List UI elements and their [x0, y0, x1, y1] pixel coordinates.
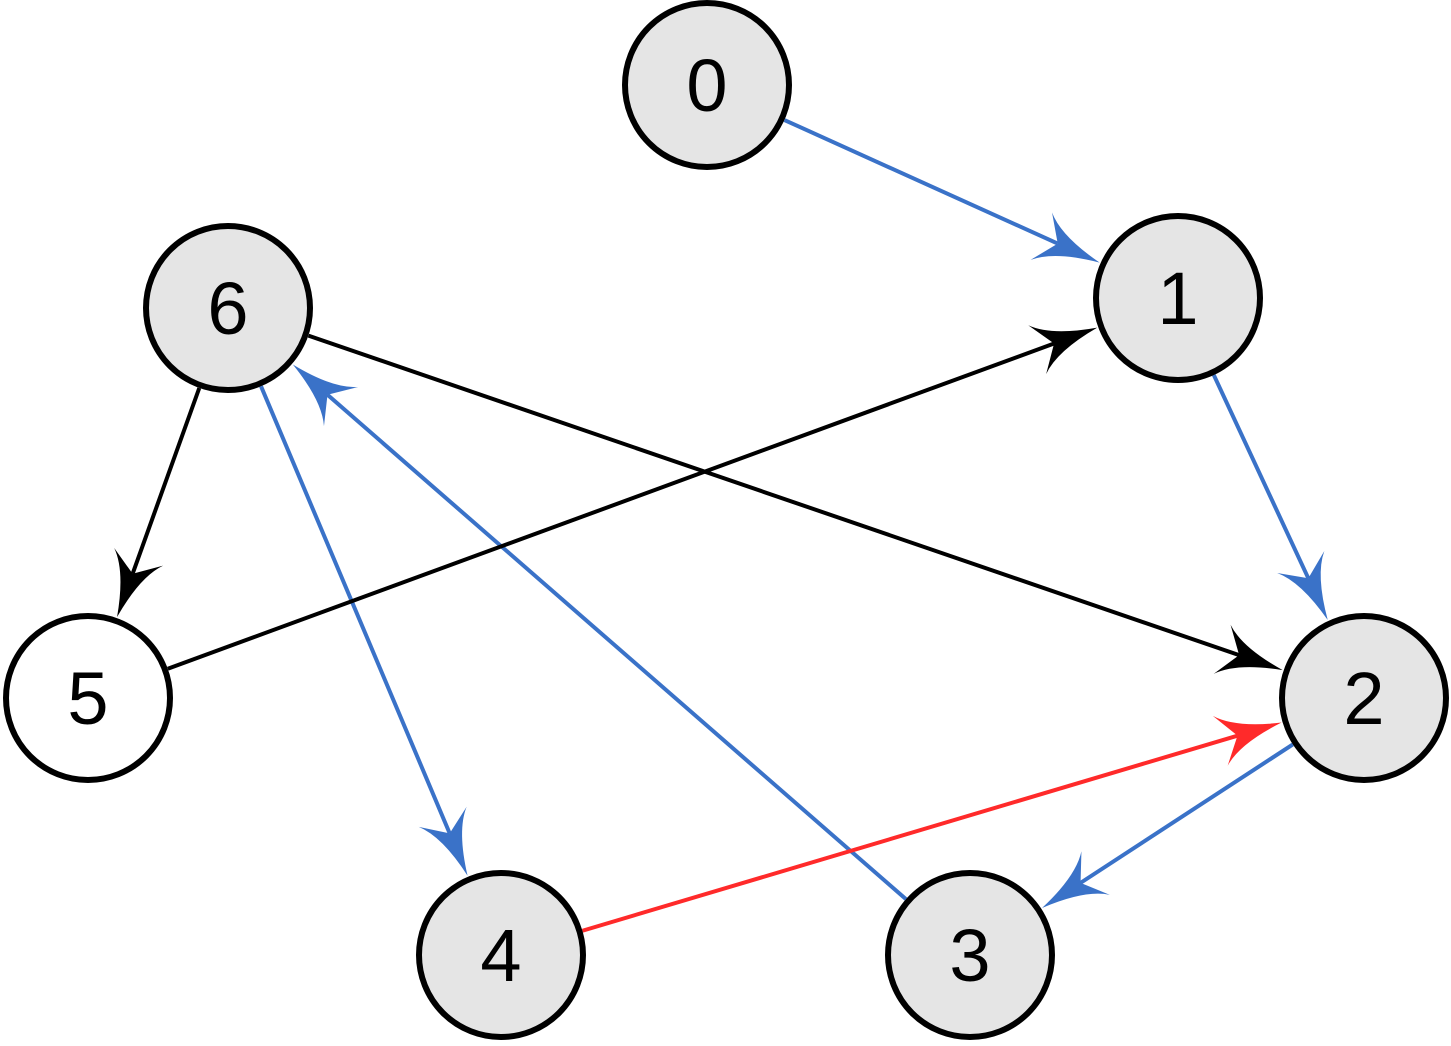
edge-2-to-3: [1042, 742, 1294, 909]
node-5-label: 5: [67, 657, 108, 740]
node-1-label: 1: [1157, 257, 1198, 340]
edges: [114, 118, 1328, 933]
edge-line: [307, 333, 1240, 658]
node-3[interactable]: 3: [885, 870, 1055, 1040]
edge-line: [783, 118, 1059, 246]
arrowhead-icon: [418, 806, 468, 876]
edge-3-to-6: [292, 364, 908, 901]
edge-5-to-1: [167, 325, 1098, 671]
node-2-label: 2: [1343, 657, 1384, 740]
arrowhead-icon: [1212, 715, 1282, 766]
edge-6-to-2: [307, 333, 1283, 674]
node-6-circle: [143, 223, 313, 393]
edge-0-to-1: [783, 118, 1100, 263]
node-2[interactable]: 2: [1279, 613, 1449, 783]
arrowhead-icon: [114, 548, 164, 618]
node-4-label: 4: [480, 914, 521, 997]
node-0-circle: [622, 0, 792, 170]
edge-4-to-2: [581, 715, 1282, 933]
edge-line: [1079, 742, 1294, 885]
edge-6-to-5: [114, 387, 202, 618]
arrowhead-icon: [292, 364, 359, 427]
arrowhead-icon: [1030, 212, 1100, 263]
node-3-circle: [885, 870, 1055, 1040]
edge-line: [581, 733, 1239, 933]
edge-line: [130, 387, 202, 575]
arrowhead-icon: [1277, 551, 1328, 621]
node-6-label: 6: [207, 267, 248, 350]
nodes: 0 1 2 3 4 5 6: [3, 0, 1449, 1040]
node-0[interactable]: 0: [622, 0, 792, 170]
edge-6-to-4: [259, 385, 468, 876]
node-1-circle: [1093, 213, 1263, 383]
node-0-label: 0: [686, 44, 727, 127]
arrowhead-icon: [1213, 624, 1283, 674]
node-2-circle: [1279, 613, 1449, 783]
edge-line: [167, 341, 1055, 671]
node-3-label: 3: [949, 914, 990, 997]
edge-line: [1212, 374, 1311, 580]
node-5[interactable]: 5: [3, 613, 173, 783]
edge-1-to-2: [1212, 374, 1328, 621]
edge-line: [259, 385, 452, 835]
node-6[interactable]: 6: [143, 223, 313, 393]
node-4-circle: [416, 870, 586, 1040]
arrowhead-icon: [1042, 851, 1110, 909]
edge-line: [326, 393, 908, 901]
node-4[interactable]: 4: [416, 870, 586, 1040]
arrowhead-icon: [1028, 325, 1098, 375]
node-5-circle: [3, 613, 173, 783]
node-1[interactable]: 1: [1093, 213, 1263, 383]
